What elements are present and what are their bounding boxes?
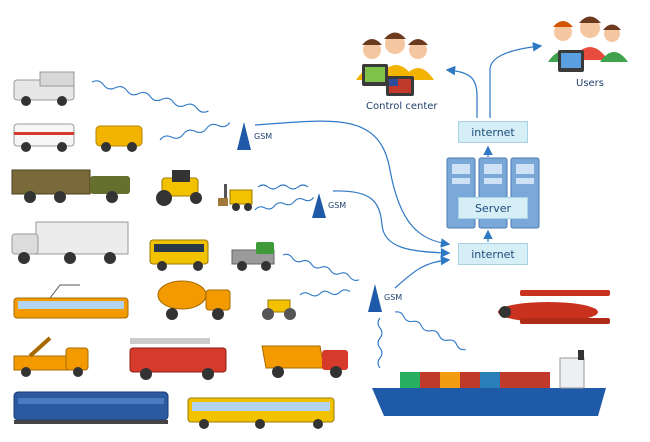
gsm-label-2: GSM <box>328 201 347 210</box>
server-box: Server <box>458 197 528 219</box>
cargo-ship-icon <box>372 350 606 416</box>
biplane-icon <box>498 290 610 324</box>
control-center-label: Control center <box>366 101 438 112</box>
tractor-icon <box>156 170 202 206</box>
users-label: Users <box>576 78 605 89</box>
concrete-mixer-icon <box>157 280 231 320</box>
box-truck-icon <box>11 221 129 264</box>
locomotive-icon <box>13 391 169 424</box>
control-center-icon <box>356 32 434 96</box>
radio-links <box>91 80 466 369</box>
van-icon <box>13 71 75 106</box>
antenna-icon <box>237 122 382 312</box>
users-icon <box>548 16 628 72</box>
tram-icon <box>13 284 129 319</box>
gsm-label-1: GSM <box>254 132 273 141</box>
ambulance-icon <box>13 123 75 152</box>
gsm-label-3: GSM <box>384 293 403 302</box>
pickup-icon <box>231 242 275 271</box>
forklift-icon <box>218 184 253 211</box>
internet-bottom-box: internet <box>458 243 528 265</box>
crane-truck-icon <box>13 336 89 377</box>
road-roller-icon <box>262 299 296 320</box>
articulated-bus-icon <box>187 397 335 429</box>
vehicles <box>11 71 610 429</box>
gas-van-icon <box>95 125 143 152</box>
dump-truck-icon <box>261 345 348 378</box>
school-bus-icon <box>149 239 209 271</box>
fire-truck-icon <box>129 338 227 380</box>
army-truck-icon <box>11 169 130 203</box>
data-flow-arrows <box>254 42 543 289</box>
internet-top-box: internet <box>458 121 528 143</box>
